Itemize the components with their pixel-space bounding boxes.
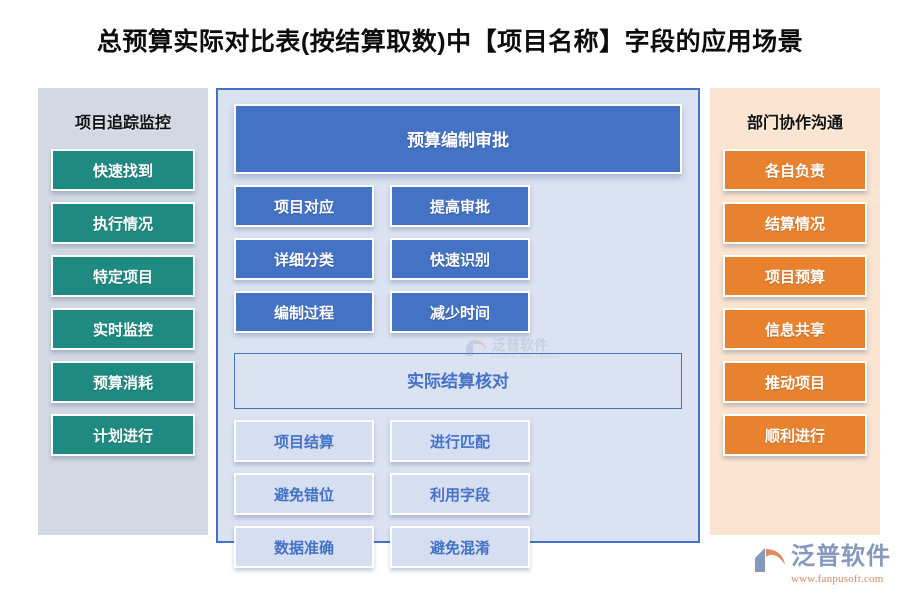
right-chip-1[interactable]: 各自负责 [723, 149, 867, 191]
center-banner-settlement-check[interactable]: 实际结算核对 [234, 353, 682, 409]
left-chip-3[interactable]: 特定项目 [51, 255, 195, 297]
center-tile-1-6[interactable]: 减少时间 [390, 291, 530, 333]
center-tile-2-4[interactable]: 利用字段 [390, 473, 530, 515]
right-chip-2[interactable]: 结算情况 [723, 202, 867, 244]
brand-texts: 泛普软件 www.fanpusoft.com [791, 543, 891, 586]
right-panel-heading: 部门协作沟通 [746, 115, 843, 132]
center-tile-1-4[interactable]: 快速识别 [390, 238, 530, 280]
center-tile-2-3[interactable]: 避免错位 [234, 473, 374, 515]
center-tile-grid-1: 项目对应 提高审批 详细分类 快速识别 编制过程 减少时间 [234, 185, 682, 333]
center-tile-1-5[interactable]: 编制过程 [234, 291, 374, 333]
right-panel-chip-list: 各自负责 结算情况 项目预算 信息共享 推动项目 顺利进行 [710, 149, 880, 456]
fanpu-logo-icon [752, 547, 786, 577]
section-spacer [234, 333, 682, 353]
left-chip-4[interactable]: 实时监控 [51, 308, 195, 350]
center-banner-budget-approval[interactable]: 预算编制审批 [234, 104, 682, 174]
center-tile-2-1[interactable]: 项目结算 [234, 420, 374, 462]
left-chip-1[interactable]: 快速找到 [51, 149, 195, 191]
left-chip-6[interactable]: 计划进行 [51, 414, 195, 456]
center-panel: 预算编制审批 项目对应 提高审批 详细分类 快速识别 编制过程 减少时间 实际结… [216, 88, 700, 568]
page-title: 总预算实际对比表(按结算取数)中【项目名称】字段的应用场景 [96, 28, 804, 56]
left-chip-5[interactable]: 预算消耗 [51, 361, 195, 403]
left-panel-chip-list: 快速找到 执行情况 特定项目 实时监控 预算消耗 计划进行 [38, 149, 208, 456]
brand-url: www.fanpusoft.com [791, 573, 884, 585]
right-chip-5[interactable]: 推动项目 [723, 361, 867, 403]
center-tile-grid-2: 项目结算 进行匹配 避免错位 利用字段 数据准确 避免混淆 [234, 420, 682, 568]
center-tile-1-3[interactable]: 详细分类 [234, 238, 374, 280]
left-chip-2[interactable]: 执行情况 [51, 202, 195, 244]
brand-logo: 泛普软件 www.fanpusoft.com [752, 545, 891, 585]
center-tile-1-2[interactable]: 提高审批 [390, 185, 530, 227]
right-panel: 部门协作沟通 各自负责 结算情况 项目预算 信息共享 推动项目 顺利进行 [710, 88, 880, 535]
right-chip-3[interactable]: 项目预算 [723, 255, 867, 297]
center-tile-1-1[interactable]: 项目对应 [234, 185, 374, 227]
left-panel: 项目追踪监控 快速找到 执行情况 特定项目 实时监控 预算消耗 计划进行 [38, 88, 208, 535]
center-tile-2-6[interactable]: 避免混淆 [390, 526, 530, 568]
center-panel-inner: 预算编制审批 项目对应 提高审批 详细分类 快速识别 编制过程 减少时间 实际结… [218, 90, 698, 568]
right-chip-6[interactable]: 顺利进行 [723, 414, 867, 456]
left-panel-heading: 项目追踪监控 [74, 115, 171, 132]
center-tile-2-5[interactable]: 数据准确 [234, 526, 374, 568]
center-tile-2-2[interactable]: 进行匹配 [390, 420, 530, 462]
right-chip-4[interactable]: 信息共享 [723, 308, 867, 350]
brand-name: 泛普软件 [791, 543, 891, 570]
